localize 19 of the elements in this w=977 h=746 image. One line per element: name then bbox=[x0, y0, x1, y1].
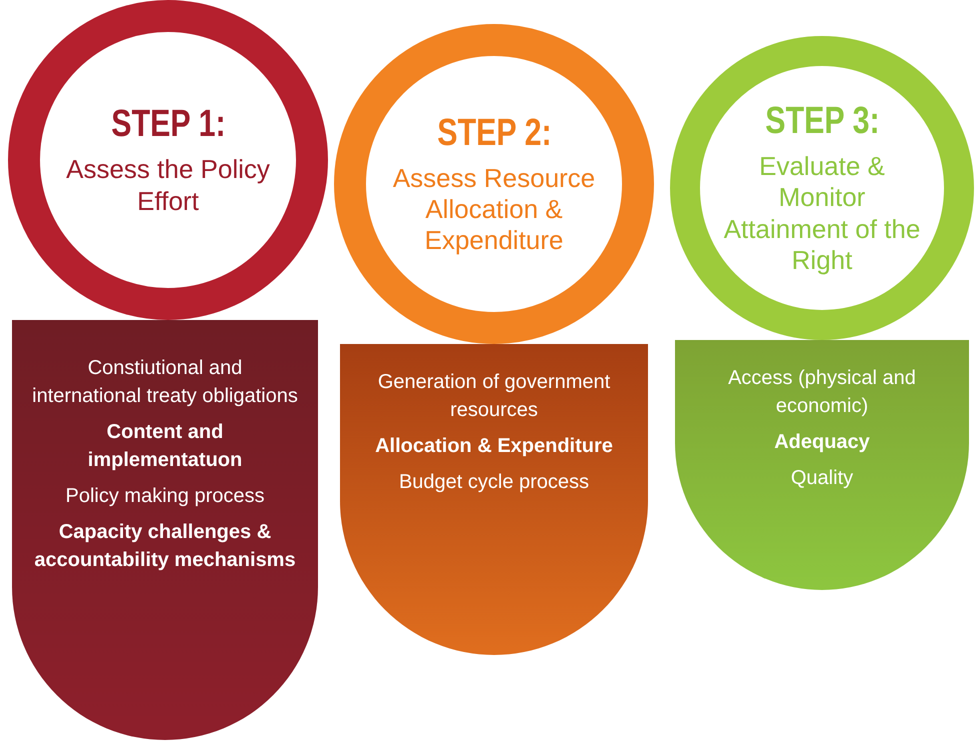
step-title: Assess Resource Allocation & Expenditure bbox=[392, 162, 596, 256]
step-title: Assess the Policy Effort bbox=[65, 154, 271, 217]
step-heading: STEP 2: bbox=[436, 112, 552, 155]
list-item: Adequacy bbox=[774, 430, 870, 455]
step-title: Evaluate & Monitor Attainment of the Right bbox=[722, 151, 922, 276]
step-column bbox=[340, 344, 648, 655]
step-column bbox=[12, 320, 318, 740]
list-item: Generation of government resources bbox=[376, 370, 612, 423]
list-item: Quality bbox=[790, 466, 854, 491]
list-item: Budget cycle process bbox=[398, 470, 590, 495]
list-item: Access (physical and economic) bbox=[727, 366, 917, 419]
list-item: Content and implementatuon bbox=[86, 420, 244, 473]
list-item: Constiutional and international treaty obligations bbox=[32, 356, 298, 409]
step-heading: STEP 1: bbox=[110, 103, 226, 146]
list-item: Policy making process bbox=[66, 484, 264, 509]
step-column bbox=[675, 340, 969, 590]
list-item: Allocation & Expenditure bbox=[375, 434, 613, 459]
step-heading: STEP 3: bbox=[764, 100, 880, 144]
list-item: Capacity challenges & accountability mechanisms bbox=[33, 520, 297, 573]
